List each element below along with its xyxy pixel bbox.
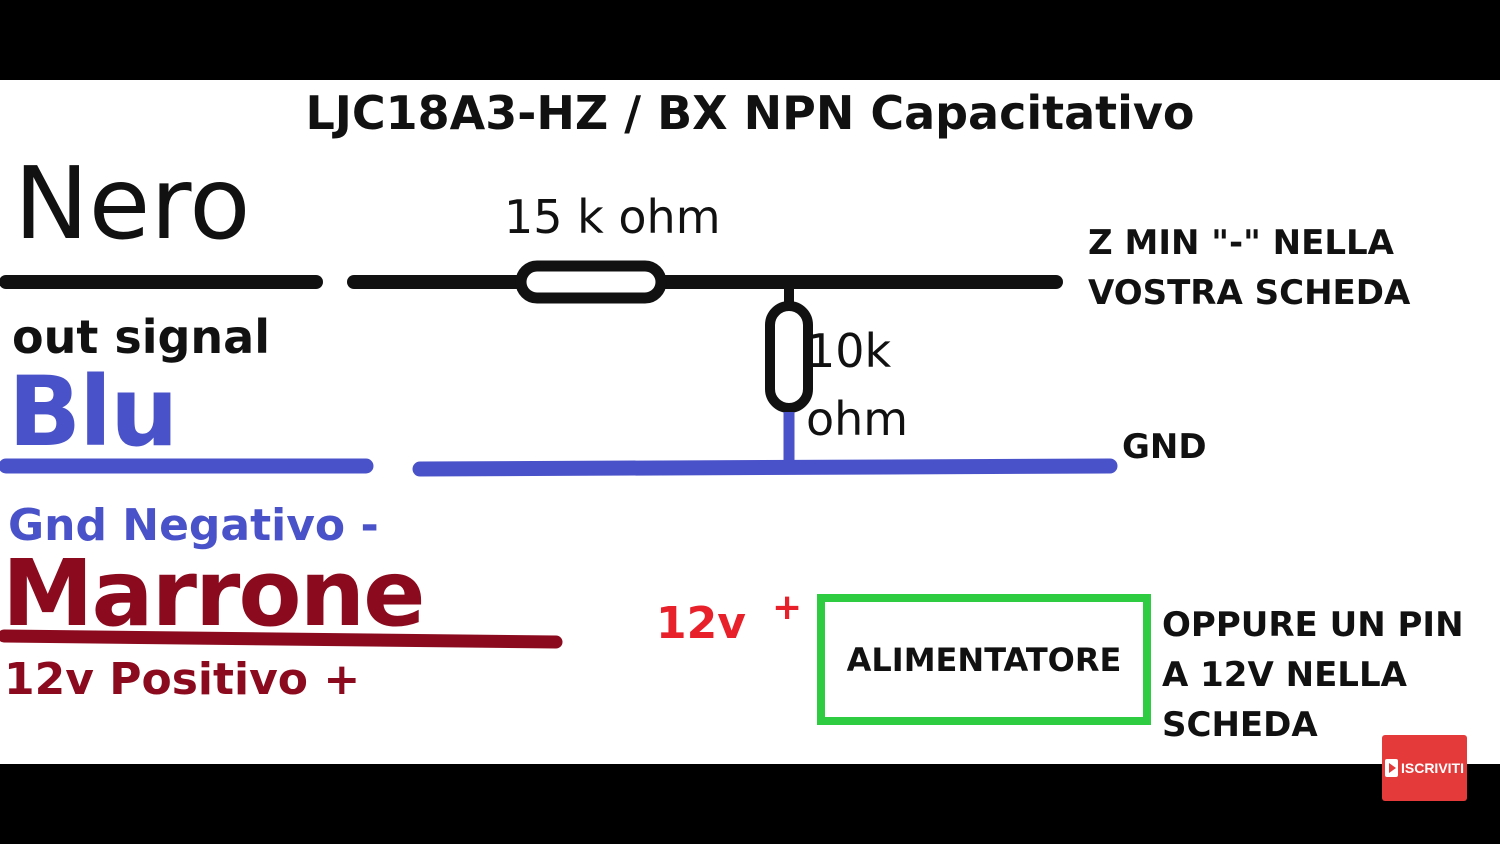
black-wire-name: Nero [14,145,251,262]
blue-wire-function: Gnd Negativo - [8,500,379,551]
supply-plus-sign: + [772,587,803,628]
power-supply-box: ALIMENTATORE [817,594,1151,725]
resistor-10k [765,301,813,413]
supply-voltage-label: 12v [656,598,746,649]
subscribe-label: ISCRIVITI [1400,760,1464,776]
power-supply-label: ALIMENTATORE [846,641,1122,679]
gnd-label: GND [1122,427,1207,467]
brown-wire-name: Marrone [2,540,425,647]
blue-wire-name: Blu [8,356,178,468]
blue-wire-circuit-segment [412,458,1118,477]
alternative-supply-note: OPPURE UN PIN A 12V NELLA SCHEDA [1162,605,1464,745]
brown-wire-function: 12v Positivo + [4,654,361,705]
resistor-10k-label-value: 10k [806,324,892,378]
play-icon [1384,759,1398,777]
brown-wire [0,629,563,649]
resistor-15k-label: 15 k ohm [504,190,721,244]
diagram-canvas: LJC18A3-HZ / BX NPN Capacitativo Nero ou… [0,80,1500,764]
subscribe-button[interactable]: ISCRIVITI [1382,735,1467,801]
wiring-diagram [0,260,1118,649]
resistor-10k-label-unit: ohm [806,392,909,446]
diagram-title: LJC18A3-HZ / BX NPN Capacitativo [305,86,1195,140]
resistor-15k [515,260,667,304]
zmin-label: Z MIN "-" NELLA VOSTRA SCHEDA [1088,223,1411,313]
black-wire-function: out signal [12,310,270,364]
